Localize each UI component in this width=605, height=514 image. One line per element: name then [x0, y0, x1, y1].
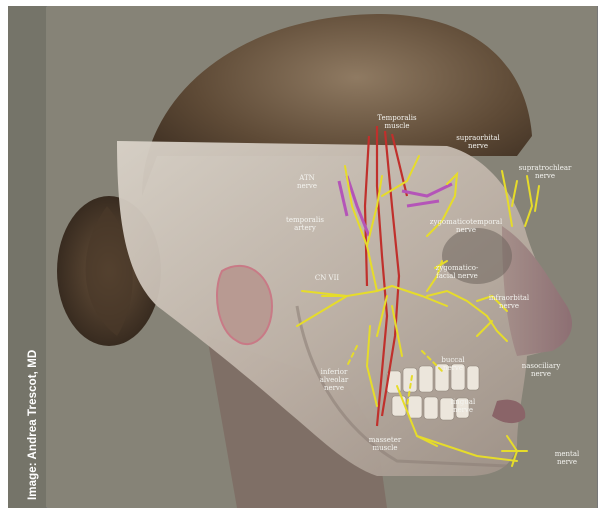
image-credit: Image: Andrea Trescot, MD [27, 350, 39, 500]
label-temporalis-artery: temporalis artery [279, 216, 331, 232]
nose-skin [502, 226, 572, 356]
label-inferior-alveolar-nerve: inferior alveolar nerve [309, 368, 359, 392]
label-lingual-nerve: lingual nerve [443, 398, 483, 414]
label-mental-nerve: mental nerve [545, 450, 589, 466]
label-buccal-nerve: buccal nerve [433, 356, 473, 372]
label-supratrochlear-nerve: supratrochlear nerve [510, 164, 580, 180]
label-cn-vii: CN VII [305, 274, 349, 282]
label-infraorbital-nerve: infraorbital nerve [481, 294, 537, 310]
label-masseter-muscle: masseter muscle [359, 436, 411, 452]
label-zygomaticotemporal-nerve: zygomaticotemporal nerve [419, 218, 513, 234]
anatomy-illustration: Temporalis muscle supraorbital nerve sup… [47, 6, 597, 508]
head-illustration-svg [47, 6, 597, 508]
label-temporalis-muscle: Temporalis muscle [367, 114, 427, 130]
label-zygomaticofacial-nerve: zygomatico- facial nerve [425, 264, 489, 280]
label-atn-nerve: ATN nerve [287, 174, 327, 190]
label-supraorbital-nerve: supraorbital nerve [445, 134, 511, 150]
label-nasociliary-nerve: nasociliary nerve [513, 362, 569, 378]
